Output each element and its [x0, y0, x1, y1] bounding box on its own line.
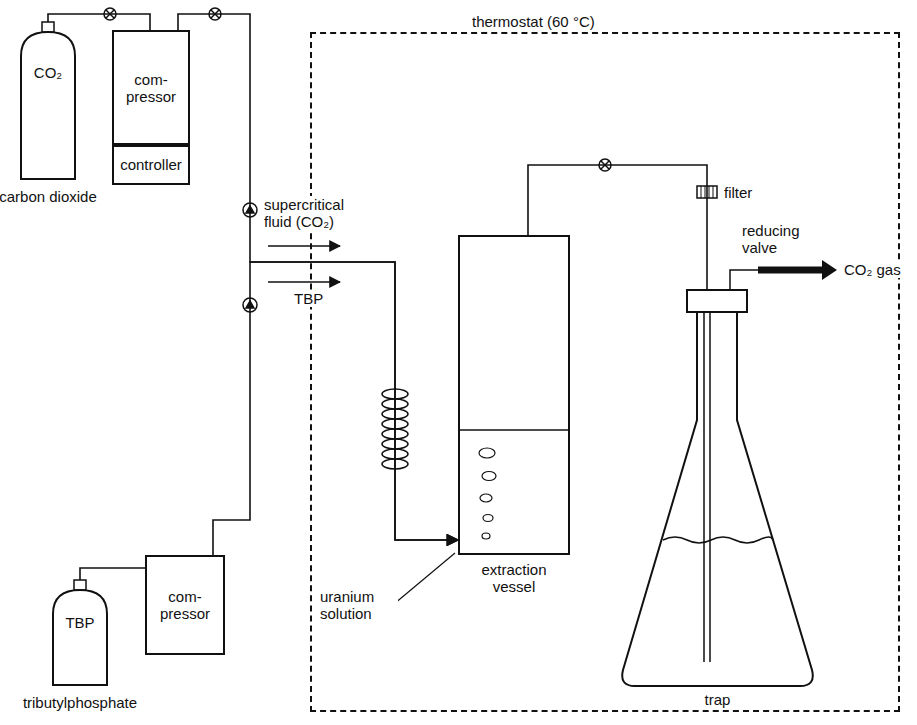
- pipe-connector: [48, 14, 150, 30]
- solution-surface: [460, 429, 568, 431]
- outlet-pipe: [730, 270, 758, 290]
- pipe-connector: [528, 165, 707, 290]
- flow-arrow: [268, 281, 340, 283]
- flask-stopper: [687, 290, 747, 312]
- gas-outlet-arrow: [822, 260, 837, 280]
- extraction-vessel: extraction vessel: [458, 235, 570, 555]
- leader-line: [394, 553, 455, 604]
- cylinder-body: [53, 590, 107, 685]
- node-label: thermostat (60 °C): [472, 13, 595, 30]
- gas-bubbles: [482, 472, 496, 481]
- gas-bubbles: [479, 448, 495, 458]
- gas-bubbles: [480, 494, 492, 502]
- cylinder-outline: [50, 580, 110, 688]
- node-label: com- pressor: [153, 588, 217, 623]
- node-label: TBP: [50, 614, 110, 631]
- flask-body: [622, 312, 813, 686]
- trap-liquid-surface: [663, 537, 773, 543]
- gas-bubbles: [483, 515, 493, 522]
- gas-bubbles: [479, 448, 496, 539]
- compressor-box: com- pressor: [112, 30, 190, 145]
- flask-outline: [615, 290, 820, 708]
- fluid-label: TBP: [292, 290, 325, 307]
- flow-arrow: [268, 245, 340, 247]
- node-label: controller: [120, 156, 182, 173]
- pipe-connector: [178, 14, 458, 540]
- gas-outlet-arrow: [758, 267, 824, 274]
- node-label: CO₂: [18, 64, 78, 81]
- part-label: uranium solution: [318, 588, 398, 623]
- outlet-pipe: [730, 270, 758, 290]
- part-label: filter: [722, 184, 754, 201]
- node-label: com- pressor: [119, 70, 183, 105]
- cylinder-valve: [74, 580, 86, 590]
- gas-cylinder: CO₂carbon dioxide: [18, 22, 78, 182]
- trap-flask: trap: [615, 290, 820, 708]
- node-caption: carbon dioxide: [0, 188, 97, 205]
- node-label: trap: [615, 691, 820, 708]
- part-label: reducing valve: [740, 222, 828, 257]
- flow-arrow: [268, 246, 340, 282]
- tbp-cylinder: TBPtributylphosphate: [50, 580, 110, 688]
- solution-surface: [460, 429, 568, 431]
- dip-tube: [704, 312, 710, 662]
- cylinder-outline: [18, 22, 78, 182]
- leader-line: [394, 553, 455, 604]
- gas-bubbles: [482, 533, 490, 539]
- node-caption: tributylphosphate: [23, 694, 137, 711]
- node-label: extraction vessel: [464, 561, 564, 596]
- thermostat-enclosure: extraction vesseltrapthermostat (60 °C): [310, 32, 900, 712]
- cylinder-body: [21, 32, 75, 179]
- cylinder-valve: [42, 22, 54, 32]
- controller-box: controller: [112, 145, 190, 185]
- outlet-label: CO₂ gas: [842, 261, 903, 278]
- compressor-box: com- pressor: [145, 555, 225, 655]
- gas-outlet-arrow: [758, 260, 837, 280]
- pipe-connector: [213, 262, 458, 555]
- fluid-label: supercritical fluid (CO₂): [262, 196, 362, 231]
- pipe-connector: [80, 568, 145, 580]
